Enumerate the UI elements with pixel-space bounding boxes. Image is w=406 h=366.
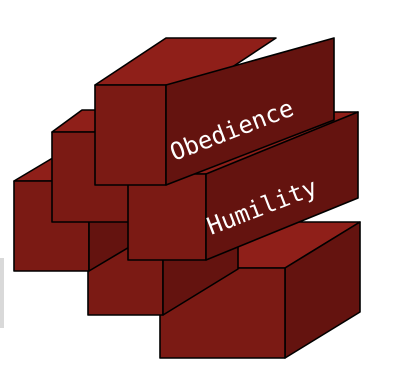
- left-edge-mark: [0, 258, 4, 328]
